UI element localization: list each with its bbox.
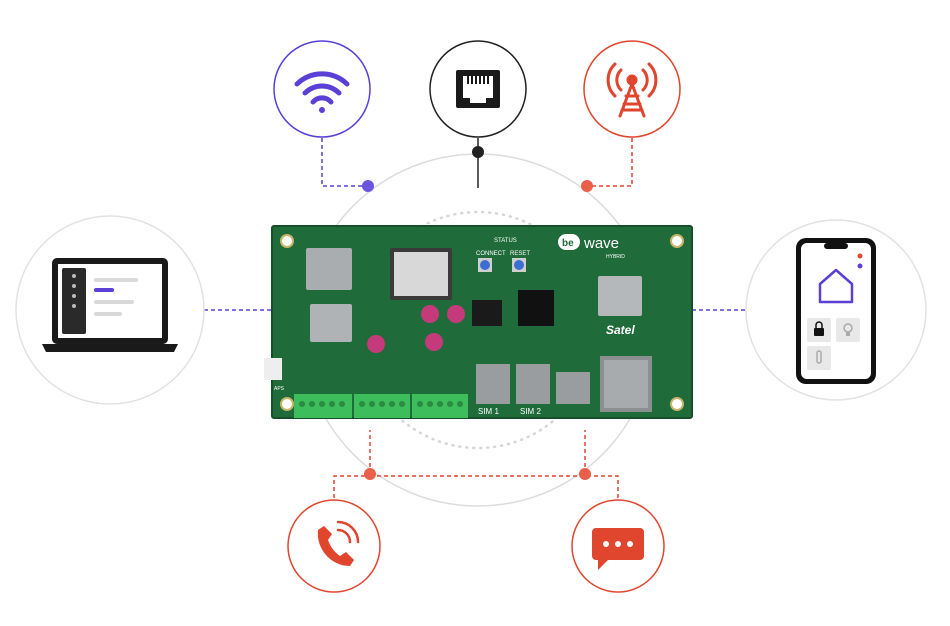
connector-lines [204,138,748,498]
logo-wave: wave [583,235,619,252]
ethernet-node [429,40,527,138]
reset-label: RESET [510,251,530,257]
phone-node [287,499,381,593]
connector-dots [362,146,593,480]
smartphone-node [745,219,927,401]
cell-tower-icon [606,62,658,118]
wifi-icon [294,71,350,113]
aps-label: APS [274,386,285,392]
cellular-connector [587,138,633,187]
phone-connector [333,475,370,498]
phone-call-icon [317,520,360,566]
pcb-board: STATUS CONNECT RESET SIM 1 SIM 2 APS be … [264,225,693,419]
wifi-node [273,40,371,138]
cellular-node [583,40,681,138]
brand-logo: Satel [606,323,635,337]
sms-message-icon [592,528,644,570]
laptop-node [15,215,205,405]
laptop-icon [42,258,178,352]
sms-node [571,499,665,593]
ethernet-port-icon [456,70,500,108]
sim2-label: SIM 2 [520,407,541,416]
sim1-label: SIM 1 [478,407,499,416]
logo-be: be [562,238,574,249]
status-label: STATUS [494,238,517,244]
sms-connector [370,475,619,498]
wifi-connector [321,138,368,187]
connect-label: CONNECT [476,251,506,257]
smartphone-icon [796,238,876,384]
logo-hybrid: HYBRID [606,254,625,260]
